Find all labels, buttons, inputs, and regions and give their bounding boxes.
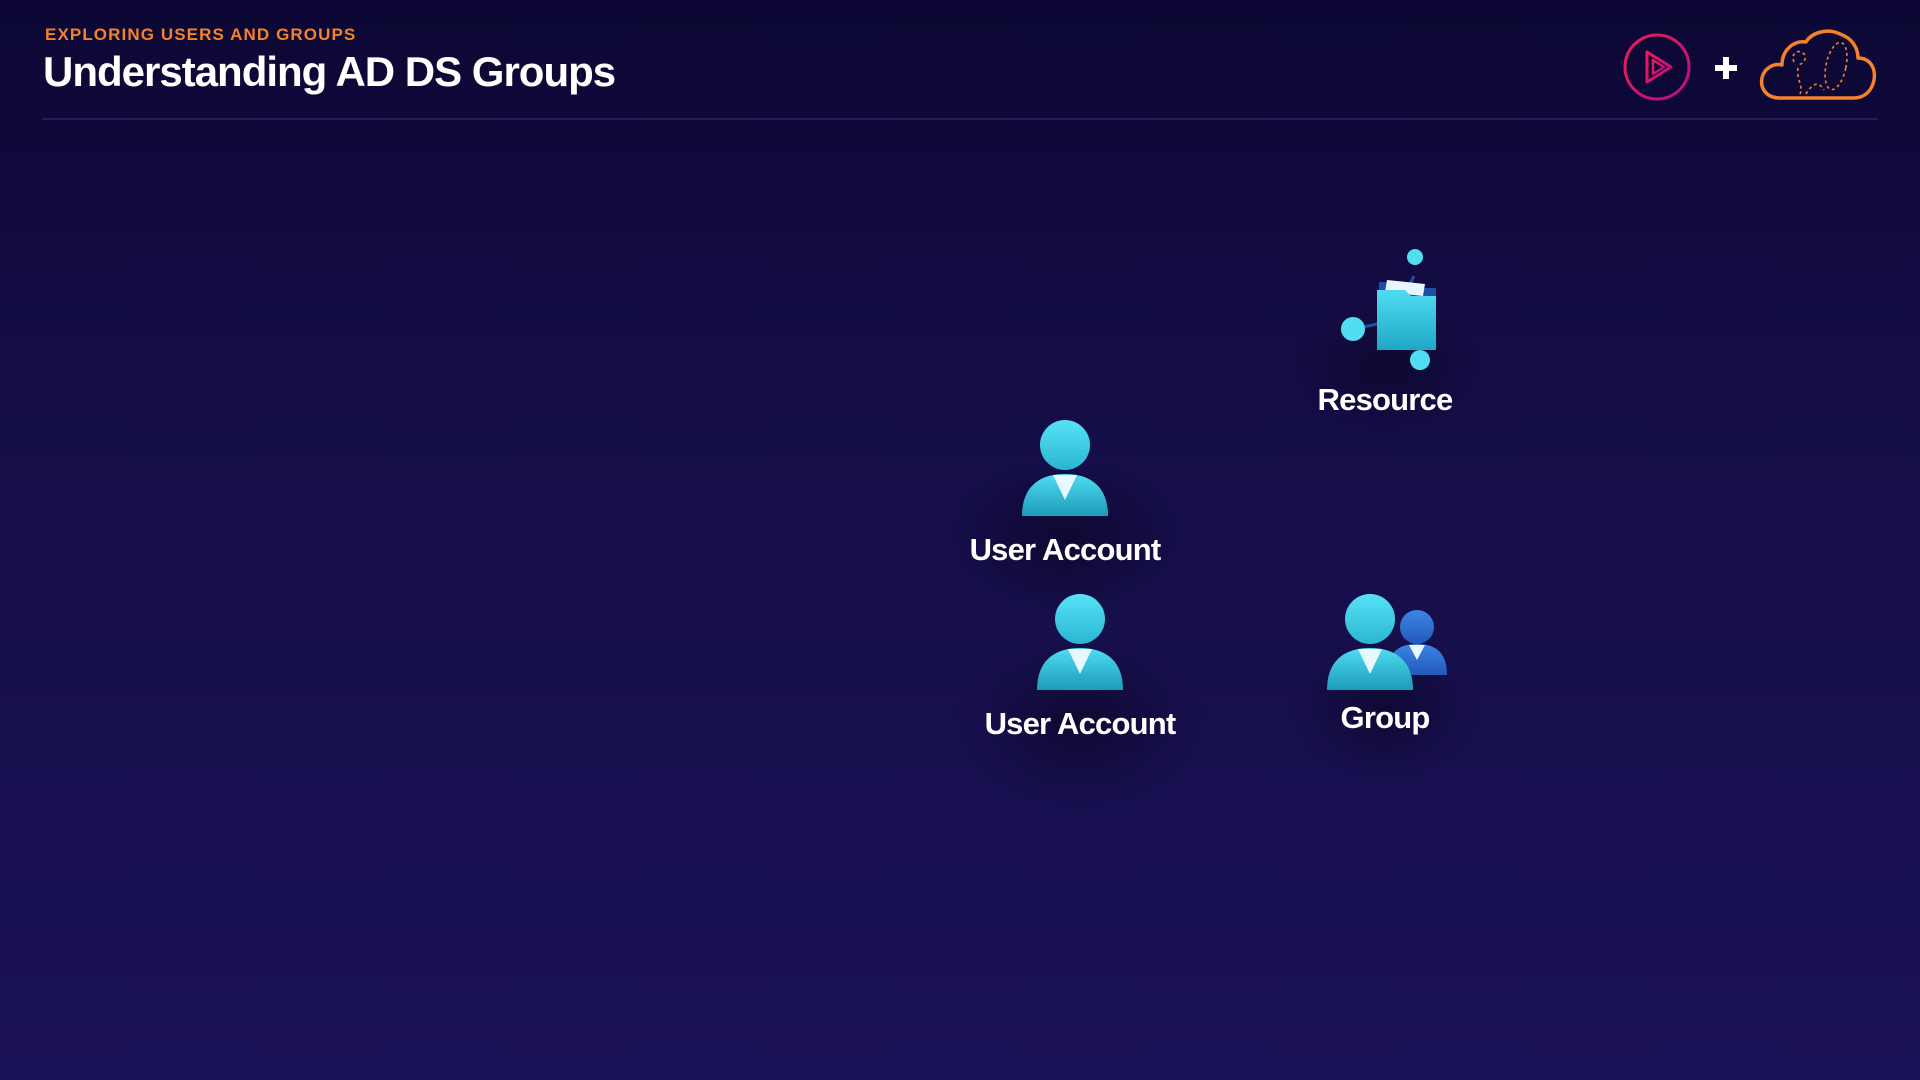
group-icon bbox=[1327, 594, 1447, 690]
group-label: Group bbox=[1340, 700, 1431, 735]
user-account-label: User Account bbox=[984, 706, 1177, 741]
group-node: Group bbox=[1290, 592, 1480, 782]
slide-title: Understanding AD DS Groups bbox=[43, 48, 616, 95]
user-icon bbox=[1037, 594, 1123, 690]
cloud-guru-icon bbox=[1759, 29, 1877, 100]
slide-header: EXPLORING USERS AND GROUPS Understanding… bbox=[0, 0, 1920, 122]
user-account-label: User Account bbox=[969, 532, 1162, 567]
user-account-node: User Account bbox=[955, 592, 1205, 812]
user-icon bbox=[1022, 420, 1108, 516]
user-account-node: User Account bbox=[945, 418, 1185, 618]
plus-icon bbox=[1715, 57, 1737, 79]
pluralsight-play-icon bbox=[1623, 33, 1691, 101]
header-divider bbox=[43, 118, 1877, 120]
folder-share-icon bbox=[1341, 249, 1436, 370]
section-eyebrow: EXPLORING USERS AND GROUPS bbox=[45, 25, 357, 44]
resource-node: Resource bbox=[1285, 240, 1485, 440]
resource-label: Resource bbox=[1317, 382, 1454, 417]
